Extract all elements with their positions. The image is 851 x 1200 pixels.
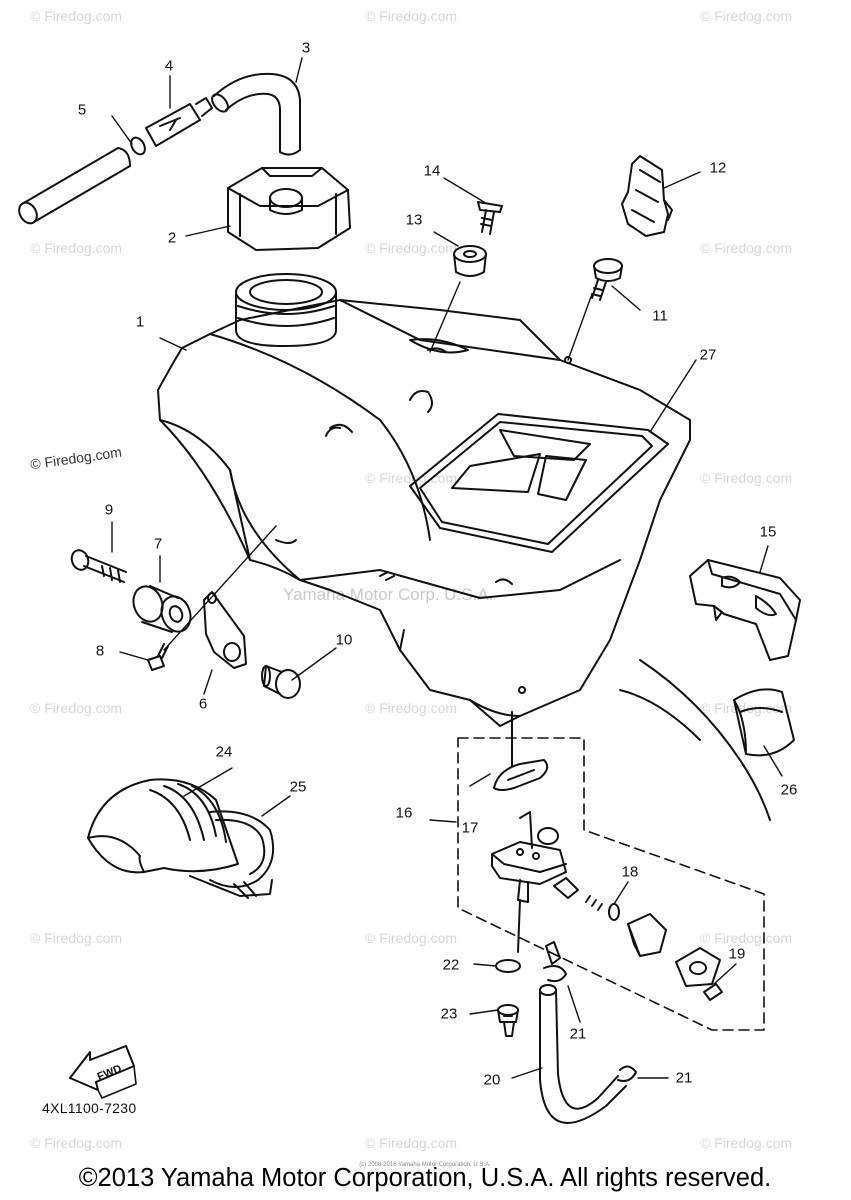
part-27-decal [409,413,669,553]
fwd-arrow-icon [69,1045,135,1091]
callout-number: 1 [135,313,145,331]
part-7-damper [132,585,192,633]
fwd-arrow-icon [97,1065,137,1099]
callout-number: 2 [167,229,177,247]
part-21-clip [543,941,637,1082]
watermark: © Firedog.com [365,1135,458,1151]
part-25-band [189,810,274,899]
part-15-cover [689,559,801,661]
part-13-damper [453,245,487,277]
callout-number: 17 [461,819,479,837]
watermark: © Firedog.com [700,700,793,716]
callout-number: 15 [759,523,777,541]
callout-number: 27 [699,346,717,364]
watermark: © Firedog.com [30,700,123,716]
watermark: © Firedog.com [30,8,123,24]
petcock-body [491,811,567,953]
callout-number: 4 [164,57,174,75]
callout-number: 20 [483,1071,501,1089]
diagram-part-code: 4XL1100-7230 [42,1100,137,1116]
callout-number: 21 [675,1069,693,1087]
part-20-fuel-hose [539,984,627,1124]
callout-number: 22 [442,956,460,974]
watermark: © Firedog.com [365,8,458,24]
watermark: © Firedog.com [700,470,793,486]
watermark: © Firedog.com [700,240,793,256]
part-5-hose [18,147,131,225]
watermark: © Firedog.com [365,700,458,716]
part-26-damper [619,659,795,821]
part-16-petcock-boundary [457,737,765,1031]
callout-number: 18 [621,863,639,881]
part-19-plate [675,947,723,1001]
part-22-washer [495,959,521,973]
watermark: © Firedog.com [365,470,458,486]
part-4-fuel-filter [130,97,213,156]
part-10-collar [261,665,301,699]
callout-number: 7 [153,535,163,553]
watermark: © Firedog.com [30,1135,123,1151]
callout-number: 13 [405,211,423,229]
callout-number: 24 [215,743,233,761]
watermark: © Firedog.com [700,1135,793,1151]
part-6-bracket [203,591,247,669]
part-17-gasket [493,711,549,791]
callout-number: 12 [709,159,727,177]
watermark: © Firedog.com [30,930,123,946]
callout-number: 8 [95,642,105,660]
part-24-seal [87,778,239,874]
callout-number: 5 [77,101,87,119]
callout-number: 3 [301,39,311,57]
part-18-oring-and-lever [553,877,667,957]
fine-print-copyright: (c) 2008-2016 Yamaha Motor Corporation, … [359,1162,491,1168]
leader-lines [111,57,783,1079]
part-12-clip [621,155,673,237]
part-2-tank-cap [227,167,351,251]
part-23-bolt [497,1004,519,1037]
part-9-bolt [70,549,127,583]
callout-number: 11 [652,307,668,325]
center-watermark: Yamaha Motor Corp. U.S.A. [283,585,494,604]
watermark: © Firedog.com [700,8,793,24]
callout-number: 14 [423,162,441,180]
watermark: © Firedog.com [30,240,123,256]
callout-number: 10 [335,631,353,649]
part-11-bolt [591,258,623,301]
callout-number: 16 [395,804,413,822]
part-8-screw [147,643,169,671]
callout-number: 21 [569,1025,587,1043]
callout-number: 6 [198,695,208,713]
callout-number: 23 [440,1005,458,1023]
copyright-notice: ©2013 Yamaha Motor Corporation, U.S.A. A… [78,1164,772,1192]
watermark: © Firedog.com [365,240,458,256]
callout-number: 19 [728,945,746,963]
callout-number: 9 [104,501,114,519]
part-1-fuel-tank [157,273,691,727]
callout-number: 26 [780,781,798,799]
callout-number: 25 [289,778,307,796]
watermark: © Firedog.com [365,930,458,946]
part-14-screw [477,201,503,235]
watermark: © Firedog.com [700,930,793,946]
part-3-elbow-hose [211,72,301,156]
